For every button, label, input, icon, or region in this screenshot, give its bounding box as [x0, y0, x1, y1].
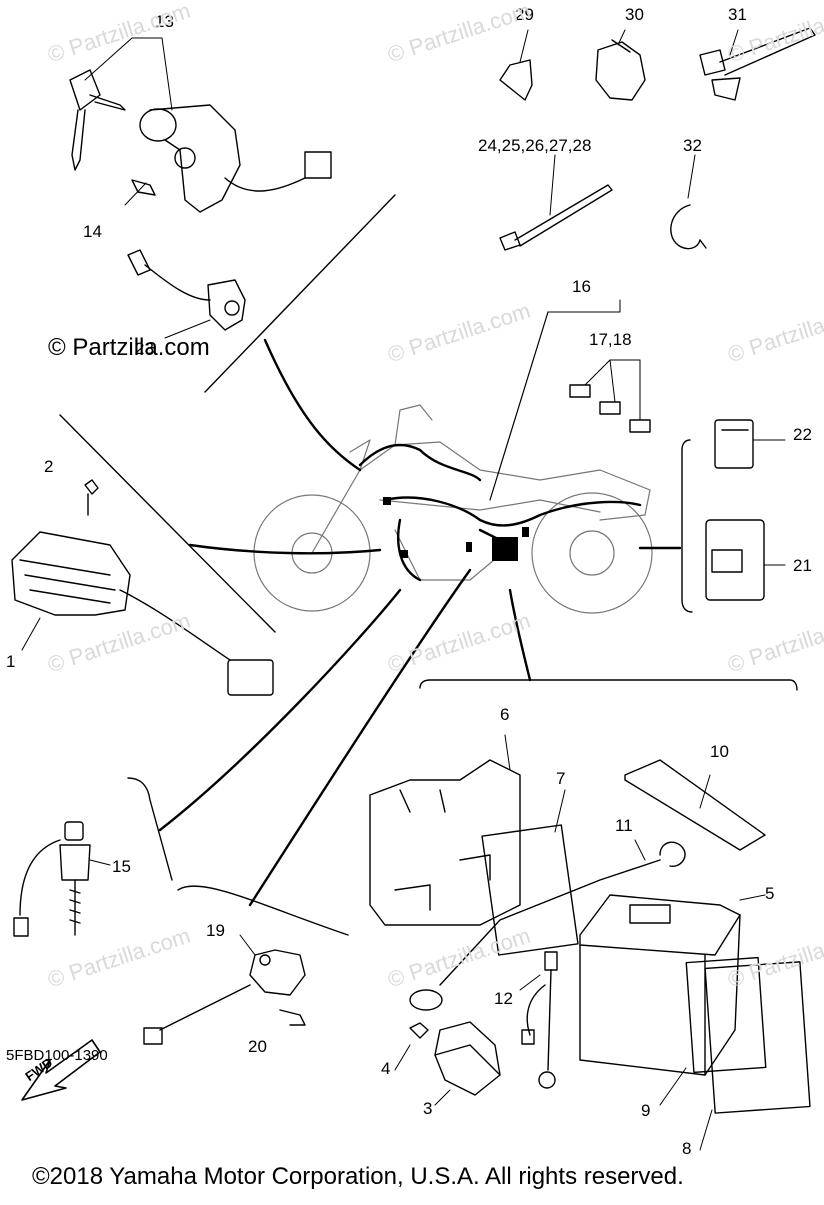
pad-8: [704, 961, 811, 1114]
battery: [579, 894, 766, 1076]
callout-11: 11: [615, 816, 633, 835]
copyright-notice: ©2018 Yamaha Motor Corporation, U.S.A. A…: [32, 1163, 684, 1190]
group-leaders: [158, 338, 682, 907]
callout-6: 6: [500, 705, 510, 724]
callout-12: 12: [494, 989, 513, 1008]
sensor-19: [143, 934, 306, 1045]
callout-24-28: 24,25,26,27,28: [478, 136, 592, 155]
callout-23: 23: [135, 339, 154, 358]
sensor-23: [127, 249, 246, 339]
callout-3: 3: [423, 1099, 433, 1118]
callout-10: 10: [710, 742, 729, 761]
pad-7: [481, 824, 579, 956]
relay-location-box: [492, 537, 518, 561]
fuses-17-18: [547, 299, 651, 433]
callout-1: 1: [6, 652, 16, 671]
ground-lead: [519, 951, 558, 1089]
clamp-32: [670, 154, 707, 250]
callout-7: 7: [556, 769, 566, 788]
main-switch-assembly: [69, 37, 332, 213]
callout-4: 4: [381, 1059, 391, 1078]
callout-22: 22: [793, 425, 812, 444]
callout-16: 16: [572, 277, 591, 296]
relay-22: [714, 419, 786, 469]
callout-13: 13: [155, 12, 174, 31]
callout-9: 9: [641, 1101, 651, 1120]
diagram-code: 5FBD100-1390: [6, 1047, 108, 1064]
callout-21: 21: [793, 556, 812, 575]
callout-15: 15: [112, 857, 131, 876]
callout-5: 5: [765, 884, 775, 903]
callout-31: 31: [728, 5, 747, 24]
relay-21: [705, 519, 786, 601]
battery-lead: [409, 839, 686, 1011]
callout-20: 20: [248, 1037, 267, 1056]
starter-relay: [394, 1021, 501, 1106]
cable-tie-24-28: [499, 154, 613, 251]
clip-29: [499, 29, 533, 101]
callout-14: 14: [83, 222, 102, 241]
pad-9: [685, 956, 767, 1074]
callout-2: 2: [44, 457, 54, 476]
battery-box: [369, 734, 521, 926]
battery-strap: [624, 759, 766, 851]
rectifier-regulator: [11, 479, 274, 696]
callout-8: 8: [682, 1139, 692, 1158]
callout-19: 19: [206, 921, 225, 940]
callout-17-18: 17,18: [589, 330, 632, 349]
callout-29: 29: [515, 5, 534, 24]
watermark-primary: © Partzilla.com: [48, 334, 210, 361]
fwd-arrow-shape: [21, 1039, 101, 1101]
callout-30: 30: [625, 5, 644, 24]
switch-15: [13, 821, 111, 937]
motorcycle-outline: [253, 404, 653, 614]
clip-30: [595, 29, 646, 101]
tie-31: [699, 27, 816, 101]
callout-32: 32: [683, 136, 702, 155]
